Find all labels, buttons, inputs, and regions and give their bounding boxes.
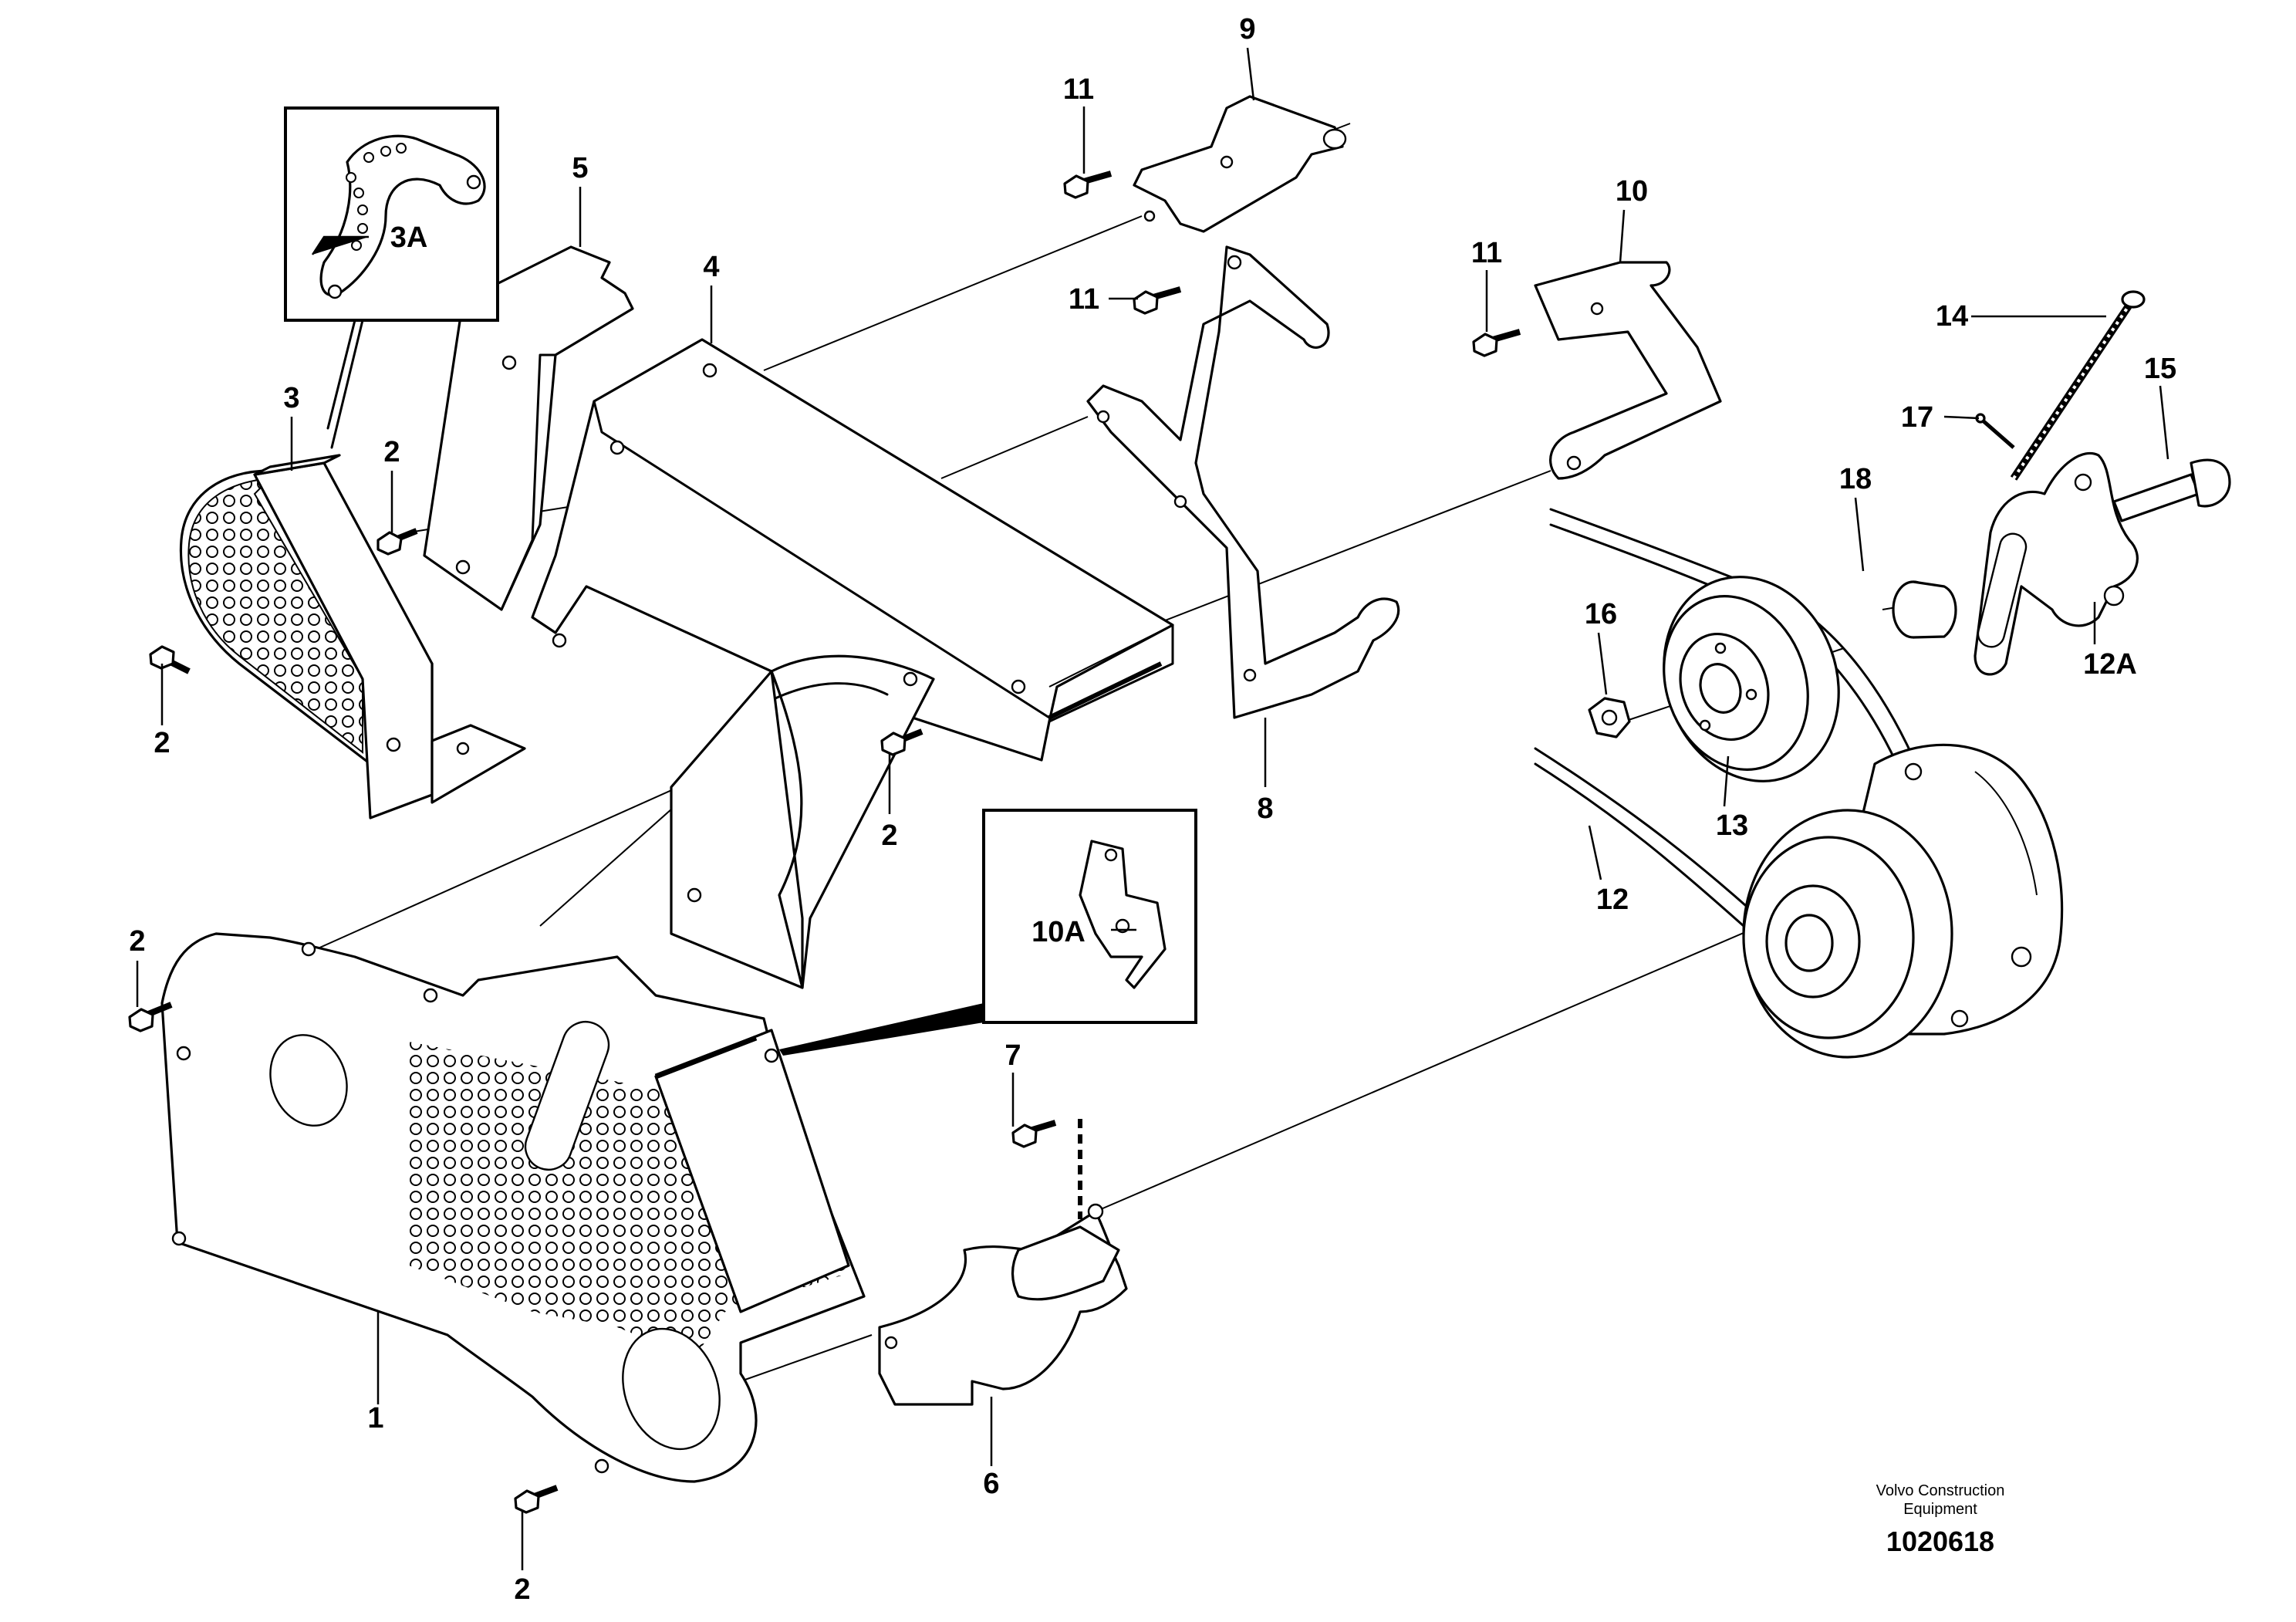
label-part-13: 13: [1716, 809, 1748, 842]
screw-11-a: [1063, 171, 1113, 199]
part-1-main-cover: [160, 932, 866, 1483]
label-part-11-b: 11: [1069, 283, 1099, 316]
screw-2-a: [376, 528, 418, 556]
label-part-10: 10: [1616, 175, 1648, 208]
part-13-pulley: [1663, 576, 1840, 782]
company-line-2: Equipment: [1903, 1501, 1977, 1518]
label-part-8: 8: [1257, 792, 1273, 825]
label-part-12a: 12A: [2083, 648, 2137, 681]
label-part-17: 17: [1901, 401, 1933, 434]
label-part-2-e: 2: [514, 1573, 530, 1606]
screw-11-b: [1133, 286, 1182, 315]
part-10a-inset: [779, 809, 1197, 1056]
label-part-9: 9: [1239, 13, 1255, 46]
drawing-number: 1020618: [1886, 1526, 1994, 1557]
screw-2-c: [880, 728, 923, 756]
label-part-11-c: 11: [1471, 237, 1502, 269]
label-part-4: 4: [703, 251, 719, 283]
part-3a-inset: [284, 106, 499, 449]
label-part-2-a: 2: [383, 436, 400, 468]
label-part-11-a: 11: [1063, 73, 1094, 106]
screw-2-d: [128, 1002, 173, 1032]
label-part-14: 14: [1936, 300, 1968, 333]
part-8-bracket: [1086, 245, 1400, 719]
label-part-10a: 10A: [1032, 916, 1086, 948]
part-3-side-cover: [179, 454, 526, 819]
leader-lines: [136, 47, 2169, 1570]
label-part-2-c: 2: [881, 819, 897, 852]
label-part-6: 6: [983, 1468, 999, 1500]
part-18-bushing: [1892, 580, 1957, 639]
part-14-bolt: [2010, 290, 2146, 481]
part-10-bracket: [1534, 261, 1722, 480]
screw-2-e: [514, 1485, 559, 1514]
label-part-2-b: 2: [154, 727, 170, 759]
screws: [128, 171, 1521, 1514]
label-part-1: 1: [367, 1402, 383, 1434]
part-15-bolt: [2112, 458, 2231, 522]
label-part-16: 16: [1585, 598, 1617, 630]
label-part-3a: 3A: [390, 221, 428, 254]
part-12a-tensioner: [1974, 451, 2139, 676]
label-part-7: 7: [1004, 1039, 1021, 1072]
screw-2-b: [149, 645, 191, 674]
label-part-18: 18: [1839, 463, 1872, 495]
label-part-12: 12: [1596, 884, 1629, 916]
title-block: Volvo Construction Equipment 1020618: [1876, 1482, 2005, 1557]
callout-labels: 1 2 2 2 2 2 3 3A 4 5 6 7 8 9 10 10A 11 1…: [129, 13, 2176, 1606]
part-16-nut: [1588, 697, 1631, 738]
part-9-bracket: [1133, 95, 1347, 233]
label-part-15: 15: [2144, 353, 2176, 385]
part-17-pin: [1975, 413, 2015, 449]
part-6-bracket: [878, 1119, 1128, 1406]
alternator: [1742, 743, 2064, 1059]
label-part-2-d: 2: [129, 925, 145, 958]
company-line-1: Volvo Construction: [1876, 1482, 2005, 1499]
screw-7: [1011, 1120, 1057, 1148]
part-5-bracket: [423, 245, 634, 611]
label-part-5: 5: [572, 152, 588, 184]
screw-11-c: [1472, 329, 1521, 357]
label-part-3: 3: [283, 382, 299, 414]
part-4-upper-cover: [531, 338, 1174, 989]
